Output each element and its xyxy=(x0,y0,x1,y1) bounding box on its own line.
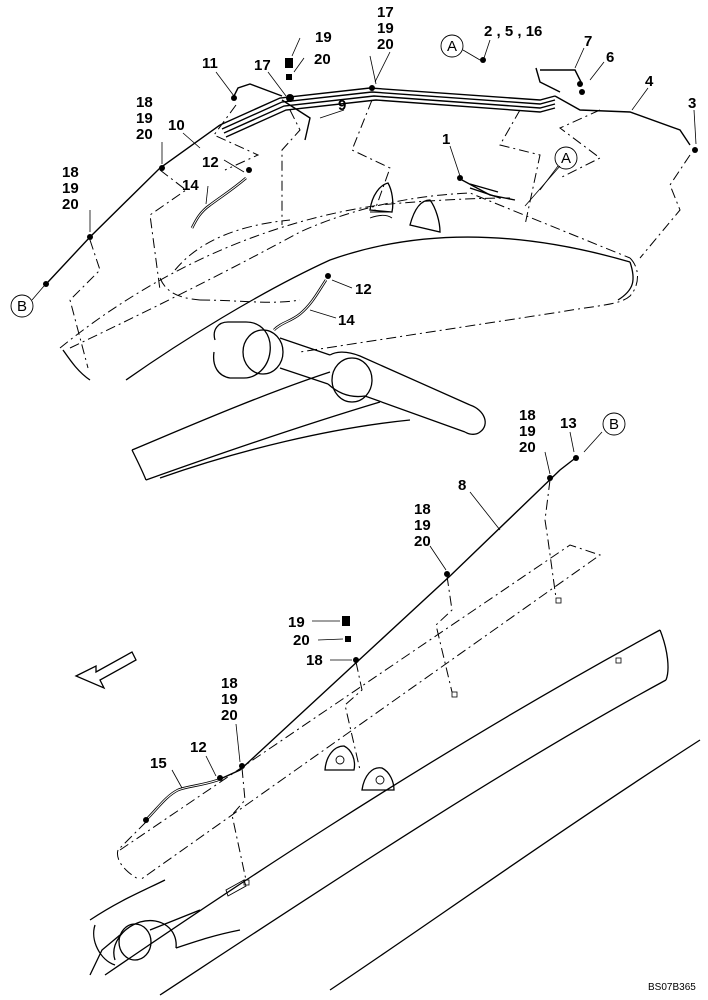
callout-17-19-20-top-a: 17 xyxy=(377,4,394,21)
callout-2-5-16: 2 , 5 , 16 xyxy=(484,23,542,40)
callout-20-bottom: 20 xyxy=(293,632,310,649)
hoses-top xyxy=(190,177,328,331)
callouts-bottom: 18 19 20 13 8 18 19 20 19 20 18 18 19 20… xyxy=(150,407,577,772)
callout-18-19-20-left-b-1: 18 xyxy=(62,164,79,181)
callout-18-19-20-left-a-1: 18 xyxy=(136,94,153,111)
callout-18-19-20-left-a-3: 20 xyxy=(136,126,153,143)
callout-10: 10 xyxy=(168,117,185,134)
callout-12-mid: 12 xyxy=(355,281,372,298)
callout-18-19-20-mid-1: 18 xyxy=(414,501,431,518)
callout-12-top: 12 xyxy=(202,154,219,171)
callout-17: 17 xyxy=(254,57,271,74)
fittings-top xyxy=(43,57,698,287)
clamp-leaders-top xyxy=(69,99,691,369)
callout-17-19-20-top-b: 19 xyxy=(377,20,394,37)
callout-17-19-20-top-c: 20 xyxy=(377,36,394,53)
callout-6: 6 xyxy=(606,49,614,66)
callout-3: 3 xyxy=(688,95,696,112)
callout-20: 20 xyxy=(314,51,331,68)
callouts-top: 17 19 20 19 20 17 11 9 2 , 5 , 16 7 6 4 … xyxy=(62,4,696,329)
svg-text:B: B xyxy=(609,416,619,433)
svg-text:B: B xyxy=(17,298,27,315)
callout-18-19-20-mid-3: 20 xyxy=(414,533,431,550)
callout-18-19-20-left-b-2: 19 xyxy=(62,180,79,197)
callout-18-19-20-left-a-2: 19 xyxy=(136,110,153,127)
fittings-bottom xyxy=(143,455,622,886)
boom-brackets xyxy=(369,182,441,233)
ref-circle-b-top: B xyxy=(10,294,34,318)
drawing-code: BS07B365 xyxy=(648,982,696,993)
callout-9: 9 xyxy=(338,97,346,114)
bucket-cylinder xyxy=(89,909,241,976)
callout-15: 15 xyxy=(150,755,167,772)
callout-18-19-20-low-1: 18 xyxy=(221,675,238,692)
callout-4: 4 xyxy=(645,73,654,90)
clamp-leaders-bottom xyxy=(117,479,557,881)
callout-13: 13 xyxy=(560,415,577,432)
ref-circle-a-top: A xyxy=(440,34,481,61)
svg-text:A: A xyxy=(561,150,571,167)
callout-leaders-bottom xyxy=(171,431,603,789)
callout-18-19-20-low-3: 20 xyxy=(221,707,238,724)
ref-circle-a-mid: A xyxy=(554,146,578,170)
callout-18-19-20-right-1: 18 xyxy=(519,407,536,424)
direction-arrow-icon xyxy=(74,651,137,690)
callout-11: 11 xyxy=(202,55,218,72)
arm-pipes xyxy=(145,455,579,821)
callout-18-bottom: 18 xyxy=(306,652,323,669)
arm-outline xyxy=(89,544,701,996)
callout-8: 8 xyxy=(458,477,466,494)
pipe-bundle xyxy=(47,67,691,283)
callout-18-19-20-right-3: 20 xyxy=(519,439,536,456)
boom-outline xyxy=(59,192,638,481)
callout-12-bottom: 12 xyxy=(190,739,207,756)
callout-7: 7 xyxy=(584,33,592,50)
callout-leaders-top xyxy=(31,37,697,319)
callout-19: 19 xyxy=(315,29,332,46)
callout-14-mid: 14 xyxy=(338,312,355,329)
ref-circle-b-bottom: B xyxy=(602,412,626,436)
callout-14-top: 14 xyxy=(182,177,199,194)
callout-18-19-20-mid-2: 19 xyxy=(414,517,431,534)
callout-19-bottom: 19 xyxy=(288,614,305,631)
boom-cylinder xyxy=(212,321,486,435)
svg-text:A: A xyxy=(447,38,457,55)
callout-18-19-20-right-2: 19 xyxy=(519,423,536,440)
callout-1: 1 xyxy=(442,131,450,148)
callout-18-19-20-left-b-3: 20 xyxy=(62,196,79,213)
callout-18-19-20-low-2: 19 xyxy=(221,691,238,708)
arm-brackets xyxy=(225,745,395,897)
